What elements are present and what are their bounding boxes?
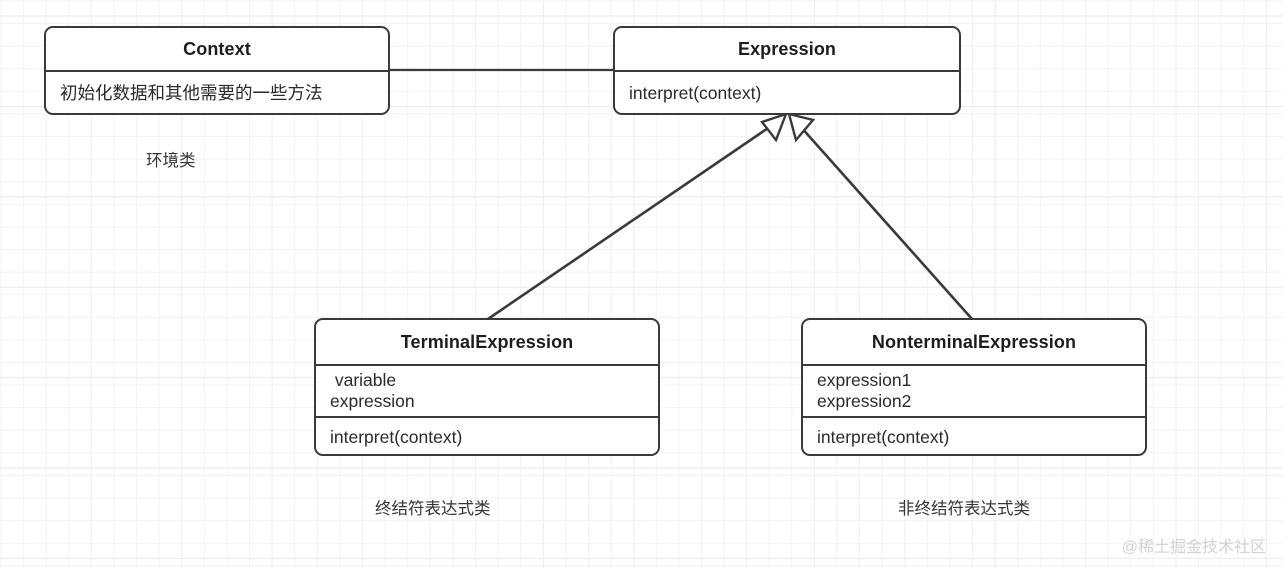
class-attributes-nonterminal-expression: expression1 expression2 (803, 364, 1145, 416)
watermark: @稀土掘金技术社区 (1121, 539, 1266, 556)
attribute-item: variable (330, 370, 397, 391)
class-box-nonterminal-expression[interactable]: NonterminalExpression expression1 expres… (801, 318, 1147, 456)
class-operations-expression: interpret(context) (615, 70, 959, 113)
operation-item: interpret(context) (330, 426, 463, 447)
class-name-expression: Expression (737, 38, 837, 59)
hollow-triangle-arrowhead-terminal (760, 112, 789, 143)
caption-context: 环境类 (146, 152, 196, 170)
attribute-item: expression (330, 391, 415, 411)
class-name-context: Context (183, 38, 251, 59)
class-name-terminal-expression: TerminalExpression (400, 331, 574, 352)
class-box-expression[interactable]: Expression interpret(context) (613, 26, 961, 115)
attribute-item: expression2 (817, 391, 912, 411)
caption-terminal-expression: 终结符表达式类 (375, 500, 491, 518)
attribute-item: expression1 (817, 370, 912, 391)
class-operations-terminal-expression: interpret(context) (316, 416, 658, 454)
class-operations-nonterminal-expression: interpret(context) (803, 416, 1145, 454)
operation-item: interpret(context) (817, 426, 950, 447)
attribute-item: 初始化数据和其他需要的一些方法 (60, 83, 323, 104)
operation-item: interpret(context) (629, 83, 762, 104)
class-attributes-terminal-expression: variable expression (316, 364, 658, 416)
hollow-triangle-arrowhead-nonterminal (787, 112, 816, 143)
class-attributes-context: 初始化数据和其他需要的一些方法 (46, 70, 388, 113)
class-box-context[interactable]: Context 初始化数据和其他需要的一些方法 (44, 26, 390, 115)
class-box-terminal-expression[interactable]: TerminalExpression variable expression i… (314, 318, 660, 456)
class-name-nonterminal-expression: NonterminalExpression (871, 331, 1077, 352)
connector-nonterminal-expression (799, 125, 973, 320)
connector-terminal-expression (487, 122, 775, 321)
caption-nonterminal-expression: 非终结符表达式类 (898, 500, 1030, 518)
